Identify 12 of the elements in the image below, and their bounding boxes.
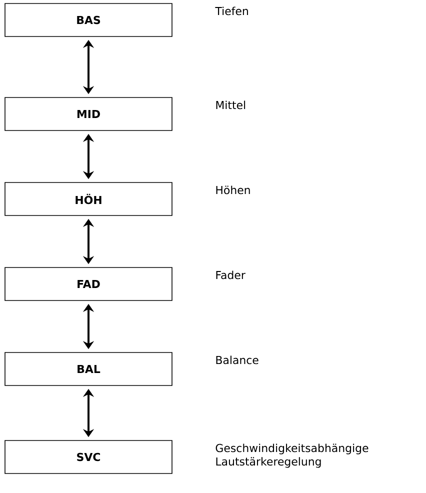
label-box: BAS [4,3,172,37]
side-label: Höhen [216,186,250,194]
side-label: Tiefen [215,6,248,16]
label-box: HÖH [4,182,172,216]
side-label: Fader [216,270,246,280]
side-label: Balance [216,356,258,364]
label-box: BAL [4,352,172,386]
label-box: MID [4,97,172,131]
side-label: Mittel [216,100,246,110]
label-box: FAD [4,267,172,301]
side-label: Geschwindigkeitsabhängige Lautstärkeregelung [216,444,368,468]
label-box: SVC [4,440,172,474]
